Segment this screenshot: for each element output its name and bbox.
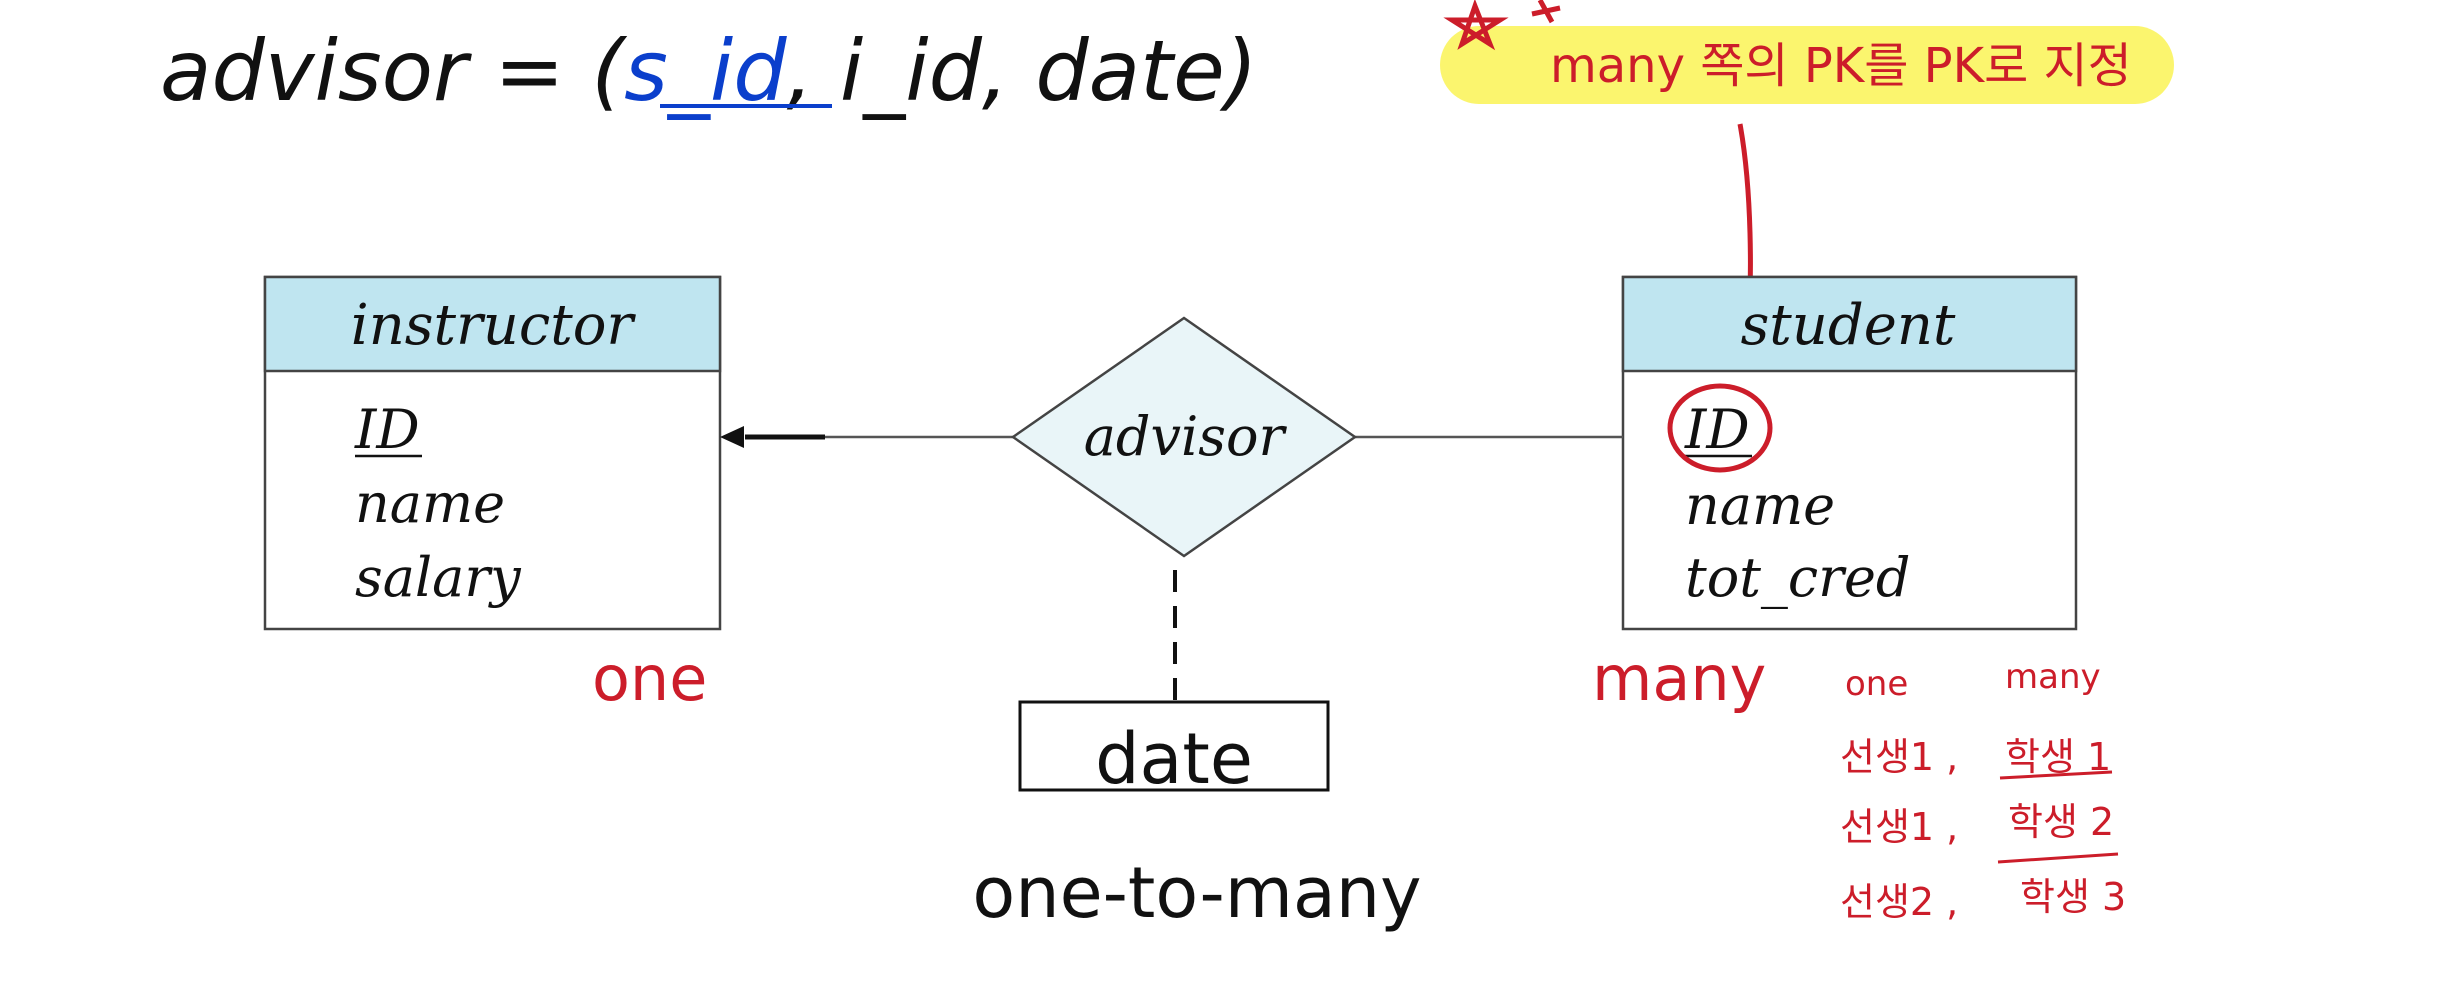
table-row-1-underline xyxy=(1999,770,2113,780)
table-row-2-underline xyxy=(1997,852,2119,864)
instructor-attr-name: name xyxy=(355,472,505,535)
student-attr-tot-cred: tot_cred xyxy=(1685,546,1911,609)
table-header-one: one xyxy=(1845,664,1908,704)
annotation-many-label: many xyxy=(1592,642,1766,715)
student-attr-name: name xyxy=(1685,474,1835,537)
formula-equals: = ( xyxy=(468,22,628,120)
entity-student-title: student xyxy=(1741,293,1956,358)
relationship-attribute-date: date xyxy=(1018,700,1330,800)
cardinality-caption: one-to-many xyxy=(972,852,1421,934)
pk-circle-annotation xyxy=(1667,383,1773,473)
svg-text:advisor = (s_id, i_id, date): advisor = (s_id, i_id, date) xyxy=(160,22,1258,120)
table-row-2-student: 학생 2 xyxy=(2008,800,2114,844)
instructor-attr-salary: salary xyxy=(355,546,522,609)
entity-student-header xyxy=(1621,275,2078,373)
formula-relation-name: advisor xyxy=(160,22,472,120)
annotation-one-label: one xyxy=(592,642,707,715)
attribute-date-label: date xyxy=(1095,718,1253,800)
formula-primary-key[interactable]: s_id xyxy=(624,22,787,120)
table-row-1-instructor: 선생1 , xyxy=(1840,735,1958,779)
arrow-head-icon xyxy=(720,426,744,448)
entity-instructor-title: instructor xyxy=(351,293,637,358)
entity-student: student ID name tot_cred xyxy=(1621,275,2078,631)
note-text: many 쪽의 PK를 PK로 지정 xyxy=(1550,38,2132,94)
attribute-date-box xyxy=(1018,700,1330,792)
relation-schema-formula: advisor = (s_id, i_id, date) xyxy=(160,22,1258,120)
table-header-many: many xyxy=(2005,657,2101,697)
table-row-3-instructor: 선생2 , xyxy=(1840,880,1958,924)
formula-close-paren: ) xyxy=(1219,22,1258,120)
star-icon xyxy=(1443,0,1561,51)
student-attr-id: ID xyxy=(1684,398,1750,461)
note-highlight xyxy=(1440,26,2174,104)
formula-other-attrs: , i_id, date xyxy=(787,22,1225,120)
mapping-example-table: one many 선생1 , 학생 1 선생1 , 학생 2 선생2 , 학생 … xyxy=(1840,657,2126,924)
relationship-advisor: advisor xyxy=(1010,316,1358,558)
entity-instructor-header xyxy=(263,275,722,373)
instructor-attr-id: ID xyxy=(354,398,420,461)
table-row-3-student: 학생 3 xyxy=(2020,875,2126,919)
entity-instructor: instructor ID name salary xyxy=(263,275,722,631)
relationship-label: advisor xyxy=(1084,405,1288,468)
table-row-2-instructor: 선생1 , xyxy=(1840,805,1958,849)
relationship-diamond xyxy=(1010,316,1358,558)
